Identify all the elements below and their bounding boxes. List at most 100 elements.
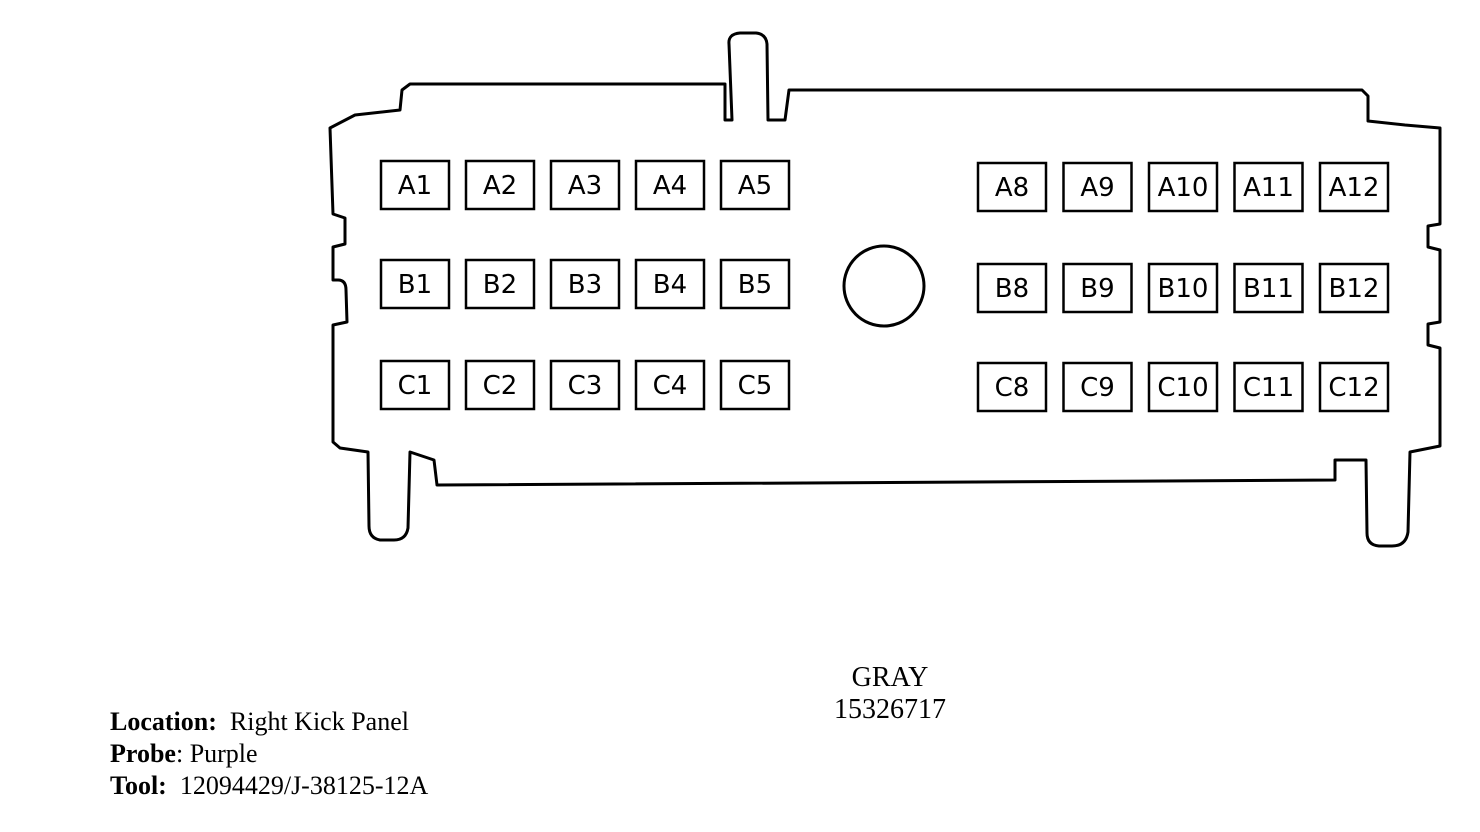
pin-cavity-b3: B3 xyxy=(549,258,621,310)
pin-cavity-b10: B10 xyxy=(1147,262,1219,314)
pin-label: A5 xyxy=(738,171,772,201)
pin-label: B5 xyxy=(738,270,772,300)
pin-label: B1 xyxy=(398,270,432,300)
pin-box xyxy=(1062,161,1133,213)
pin-box xyxy=(719,159,791,211)
pin-label: C10 xyxy=(1157,373,1208,403)
pin-box xyxy=(719,258,791,310)
pin-cavity-b1: B1 xyxy=(379,258,451,310)
pin-box xyxy=(976,262,1048,314)
pin-label: A3 xyxy=(568,171,602,201)
pin-cavity-a1: A1 xyxy=(379,159,451,211)
pin-box xyxy=(549,159,621,211)
pin-cavity-b5: B5 xyxy=(719,258,791,310)
pin-box xyxy=(379,359,451,411)
tool-label: Tool: xyxy=(110,771,167,800)
center-post xyxy=(842,244,926,328)
tool-value: 12094429/J-38125-12A xyxy=(179,771,429,800)
connector-color: GRAY xyxy=(851,662,929,693)
pin-box xyxy=(719,359,791,411)
pin-label: C1 xyxy=(398,371,433,401)
pin-cavity-b12: B12 xyxy=(1318,262,1390,314)
pin-box xyxy=(1233,361,1304,413)
pin-label: A4 xyxy=(653,171,687,201)
probe-value: Purple xyxy=(189,739,258,768)
tool-row: Tool: 12094429/J-38125-12A xyxy=(110,770,428,802)
pin-cavity-a4: A4 xyxy=(634,159,706,211)
pin-cavity-c2: C2 xyxy=(464,359,536,411)
pin-cavity-c8: C8 xyxy=(976,361,1048,413)
connector-body-outline xyxy=(328,31,1442,548)
pin-cavity-a2: A2 xyxy=(464,159,536,211)
pin-box xyxy=(634,258,706,310)
pin-label: A10 xyxy=(1158,173,1209,203)
connector-info: Location: Right Kick Panel Probe: Purple… xyxy=(110,706,428,802)
pin-box xyxy=(1233,161,1304,213)
connector-caption: GRAY 15326717 xyxy=(790,662,990,726)
probe-row: Probe: Purple xyxy=(110,738,428,770)
location-label: Location: xyxy=(110,707,217,736)
pin-box xyxy=(464,159,536,211)
pin-cavity-c5: C5 xyxy=(719,359,791,411)
location-row: Location: Right Kick Panel xyxy=(110,706,428,738)
pin-box xyxy=(976,161,1048,213)
pin-cavity-b4: B4 xyxy=(634,258,706,310)
pin-cavity-c10: C10 xyxy=(1147,361,1219,413)
pin-box xyxy=(1147,361,1219,413)
pin-label: A12 xyxy=(1329,173,1380,203)
pin-label: B9 xyxy=(1080,274,1114,304)
pin-label: A11 xyxy=(1243,173,1294,203)
pin-box xyxy=(1318,361,1390,413)
pin-label: B3 xyxy=(568,270,602,300)
pin-cavity-b8: B8 xyxy=(976,262,1048,314)
pin-cavity-a3: A3 xyxy=(549,159,621,211)
pin-box xyxy=(1233,262,1304,314)
pin-box xyxy=(1147,262,1219,314)
pin-cavity-a8: A8 xyxy=(976,161,1048,213)
probe-separator: : xyxy=(175,739,184,768)
pin-label: A2 xyxy=(483,171,517,201)
pin-cavity-c11: C11 xyxy=(1233,361,1304,413)
pin-label: C5 xyxy=(738,371,773,401)
pin-label: B8 xyxy=(995,274,1029,304)
pin-box xyxy=(1062,361,1133,413)
pin-box xyxy=(634,159,706,211)
pin-cavity-c9: C9 xyxy=(1062,361,1133,413)
pin-label: A8 xyxy=(995,173,1029,203)
pin-cavity-a10: A10 xyxy=(1147,161,1219,213)
pin-box xyxy=(976,361,1048,413)
pin-label: A9 xyxy=(1080,173,1114,203)
pin-box xyxy=(634,359,706,411)
pin-box xyxy=(1318,161,1390,213)
pin-cavity-c3: C3 xyxy=(549,359,621,411)
pin-cavity-b11: B11 xyxy=(1233,262,1304,314)
location-value: Right Kick Panel xyxy=(229,707,409,736)
pin-box xyxy=(549,359,621,411)
pin-label: C2 xyxy=(483,371,518,401)
pin-box xyxy=(1318,262,1390,314)
pin-box xyxy=(464,258,536,310)
pin-label: C11 xyxy=(1243,373,1294,403)
pin-label: B10 xyxy=(1158,274,1209,304)
pin-box xyxy=(379,258,451,310)
pin-cavity-c12: C12 xyxy=(1318,361,1390,413)
pin-label: C9 xyxy=(1080,373,1115,403)
pin-cavity-a9: A9 xyxy=(1062,161,1133,213)
pin-cavity-b2: B2 xyxy=(464,258,536,310)
pin-cavity-c1: C1 xyxy=(379,359,451,411)
connector-part-number: 15326717 xyxy=(834,694,946,725)
pin-label: C8 xyxy=(995,373,1030,403)
pin-box xyxy=(464,359,536,411)
pin-cavity-b9: B9 xyxy=(1062,262,1133,314)
pin-cavity-a12: A12 xyxy=(1318,161,1390,213)
pin-label: A1 xyxy=(398,171,432,201)
pin-label: B11 xyxy=(1243,274,1294,304)
pin-label: B4 xyxy=(653,270,687,300)
probe-label: Probe xyxy=(110,739,176,768)
pin-box xyxy=(1062,262,1133,314)
pin-box xyxy=(379,159,451,211)
pin-label: C3 xyxy=(568,371,603,401)
pin-label: C12 xyxy=(1328,373,1379,403)
